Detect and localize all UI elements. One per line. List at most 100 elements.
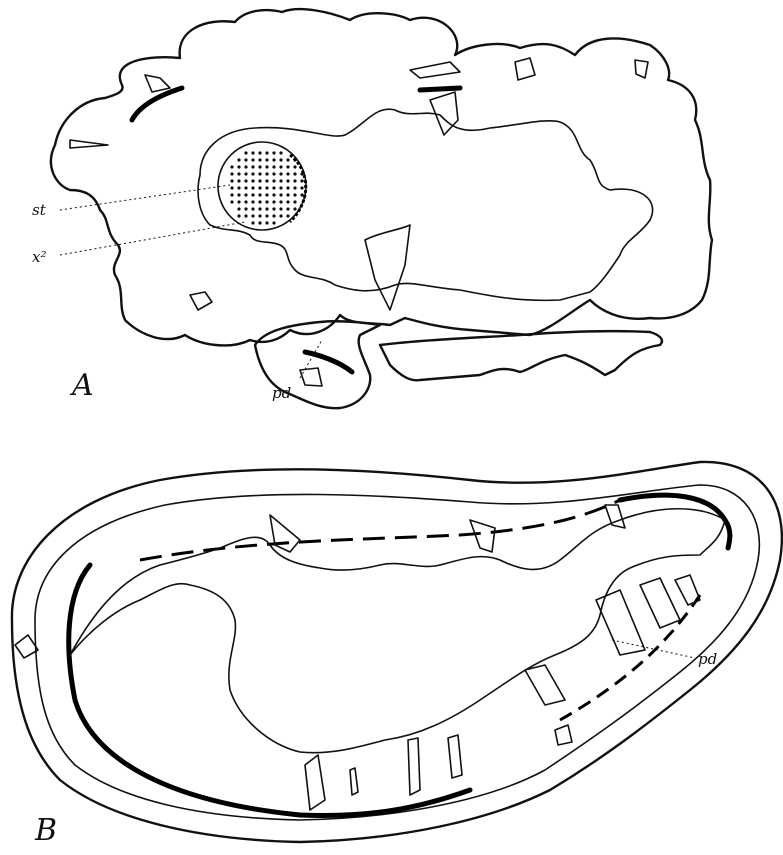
stipple-dot [293,186,296,189]
stipple-dot [244,207,247,210]
wedge-b2 [350,768,358,795]
label-st: st [32,201,47,219]
stipple-dot [286,214,289,217]
stomach-structure [218,142,306,230]
wedge-a1 [145,75,170,92]
stipple-dot [272,193,275,196]
wedge-a5 [515,58,535,80]
stipple-dot [279,158,282,161]
stipple-dot [230,193,233,196]
stipple-dot [272,221,275,224]
stipple-dot [251,165,254,168]
stipple-dot [244,165,247,168]
stipple-dot [251,179,254,182]
stipple-dot [272,151,275,154]
black-arc-b-top-right [620,495,730,548]
stipple-dot [258,179,261,182]
stipple-dot [237,179,240,182]
stipple-dot [237,158,240,161]
black-arc-a2 [420,88,460,90]
stipple-dot [230,179,233,182]
stipple-dot [286,158,289,161]
wedge-a7 [190,292,212,310]
stipple-dot [258,193,261,196]
section-a-cavity [198,109,653,300]
stipple-dot [251,207,254,210]
stipple-dot [293,172,296,175]
stipple-dot [265,186,268,189]
wedge-b7 [640,578,680,628]
stipple-dot [300,179,303,182]
panel-b: pd B [12,462,782,848]
stipple-dot [258,186,261,189]
section-a-outline [51,9,712,345]
stipple-dot [279,151,282,154]
stipple-dot [251,214,254,217]
stipple-dot [244,151,247,154]
wedge-b3 [408,738,420,795]
stipple-dot [258,221,261,224]
stipple-dot [293,207,296,210]
stipple-dot [258,172,261,175]
stipple-dot [286,179,289,182]
stipple-dot [272,207,275,210]
stipple-dot [237,186,240,189]
stipple-dot [230,172,233,175]
wedge-a3 [365,225,410,310]
stipple-dot [272,179,275,182]
stipple-dot [286,186,289,189]
stipple-dot [272,165,275,168]
stipple-dot [265,214,268,217]
stomach-dots [230,151,303,224]
section-a-lower-right-flap [380,331,662,380]
leader-st [60,185,230,210]
label-pd-b: pd [698,650,717,668]
label-pd-a: pd [272,384,291,402]
stipple-dot [265,193,268,196]
stipple-dot [258,165,261,168]
stipple-dot [286,165,289,168]
stipple-dot [286,200,289,203]
stipple-dot [293,179,296,182]
wedge-a2 [70,140,108,148]
label-x2: x² [32,248,46,266]
panel-a: st x² pd A [32,9,712,408]
stipple-dot [272,214,275,217]
stipple-dot [258,200,261,203]
stipple-dot [230,200,233,203]
stipple-dot [265,207,268,210]
stipple-dot [293,165,296,168]
wedge-b9 [555,725,572,745]
stipple-dot [300,186,303,189]
stipple-dot [272,186,275,189]
stipple-dot [265,221,268,224]
stipple-dot [300,193,303,196]
wedge-b1 [305,755,325,810]
stipple-dot [258,151,261,154]
leader-pd-b [612,640,695,658]
stipple-dot [251,172,254,175]
stipple-dot [279,214,282,217]
panel-b-letter: B [34,813,57,848]
stipple-dot [265,158,268,161]
wedge-b5 [525,665,565,705]
stipple-dot [251,186,254,189]
stipple-dot [279,186,282,189]
stipple-dot [237,207,240,210]
stipple-dot [237,200,240,203]
stipple-dot [244,172,247,175]
wedge-b4 [448,735,462,778]
stipple-dot [230,186,233,189]
wedge-a9 [300,368,322,386]
stipple-dot [251,151,254,154]
stipple-dot [265,165,268,168]
stipple-dot [265,179,268,182]
stipple-dot [251,221,254,224]
stipple-dot [258,214,261,217]
stipple-dot [272,172,275,175]
stipple-dot [272,200,275,203]
stipple-dot [272,158,275,161]
stipple-dot [237,214,240,217]
